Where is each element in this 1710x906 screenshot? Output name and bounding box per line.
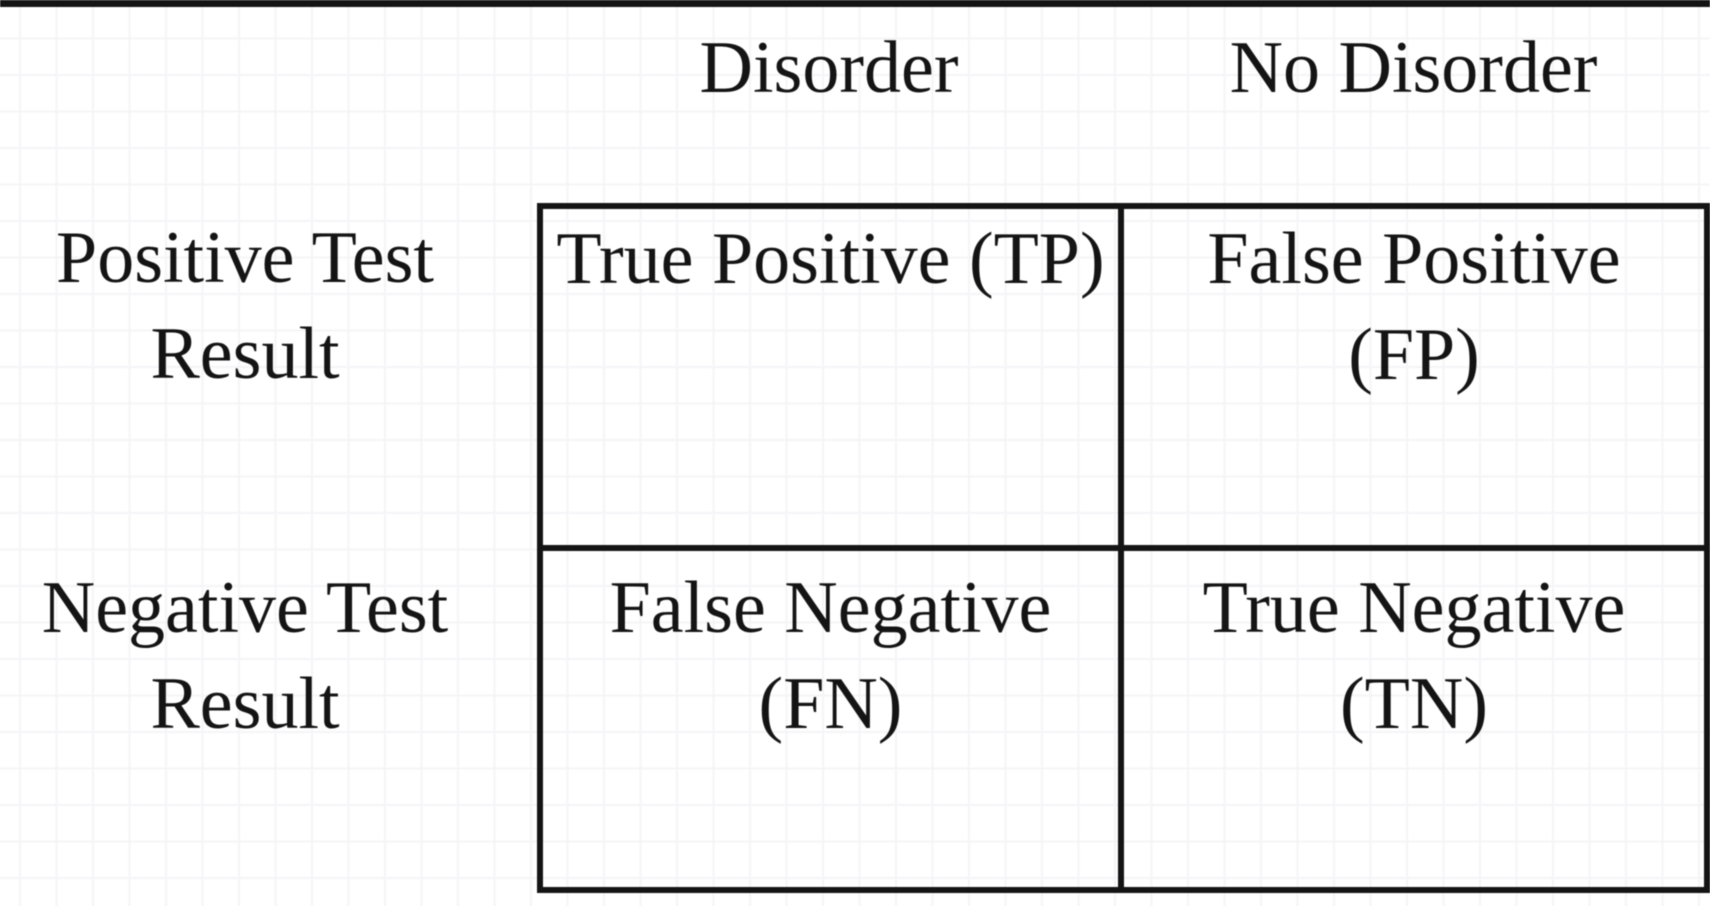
row-header-positive-test-result: Positive Test Result xyxy=(35,210,455,402)
cell-text-line: (TN) xyxy=(1340,663,1488,745)
cell-false-negative: False Negative (FN) xyxy=(543,551,1124,887)
cell-text-line xyxy=(543,307,1118,403)
row-header-line: Result xyxy=(150,663,340,745)
matrix-table: True Positive (TP) False Positive (FP) F… xyxy=(537,203,1710,893)
row-header-line: Positive Test xyxy=(56,217,434,299)
row-header-line: Result xyxy=(150,313,340,395)
top-border-line xyxy=(0,0,1710,7)
row-header-negative-test-result: Negative Test Result xyxy=(35,560,455,752)
cell-text-line: (FN) xyxy=(758,663,903,745)
row-header-line: Negative Test xyxy=(41,567,449,649)
cell-true-negative: True Negative (TN) xyxy=(1124,551,1704,887)
cell-text-line: True Positive (TP) xyxy=(556,218,1105,300)
cell-false-positive: False Positive (FP) xyxy=(1124,209,1704,551)
column-header-no-disorder: No Disorder xyxy=(1229,27,1598,109)
column-header-disorder: Disorder xyxy=(699,27,959,109)
cell-true-positive: True Positive (TP) xyxy=(543,209,1124,551)
cell-text-line: False Positive xyxy=(1207,218,1621,300)
cell-text-line: (FP) xyxy=(1348,314,1480,396)
cell-text-line: False Negative xyxy=(609,567,1052,649)
cell-text-line: True Negative xyxy=(1202,567,1626,649)
